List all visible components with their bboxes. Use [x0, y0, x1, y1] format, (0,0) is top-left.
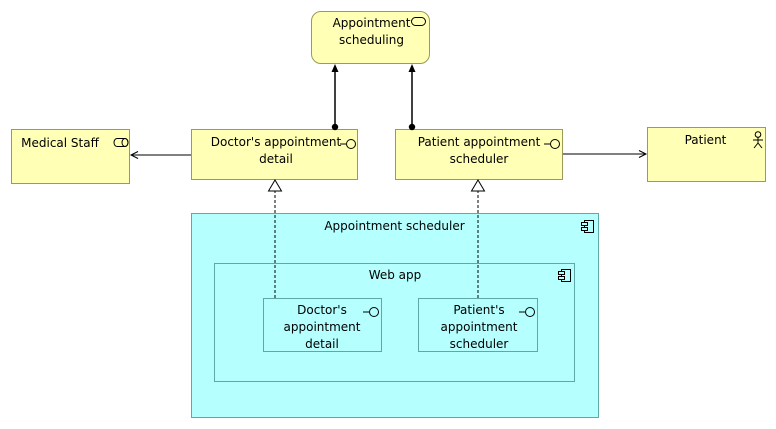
patient-appointment-scheduler-label: Patient appointment scheduler — [408, 134, 550, 168]
patients-app-label-line2: appointment — [440, 320, 518, 334]
edge-doctors-detail-to-medical-staff[interactable] — [129, 151, 191, 159]
patient-appointment-scheduler-node[interactable]: Patient appointment scheduler — [395, 129, 563, 180]
business-actor-icon — [753, 131, 763, 149]
interface-icon — [519, 307, 535, 317]
medical-staff-node[interactable]: Medical Staff — [11, 129, 130, 184]
edge-realization-patient-scheduler[interactable] — [470, 179, 486, 298]
doctors-appointment-detail-app-interface[interactable]: Doctor's appointment detail — [263, 298, 382, 352]
patients-appointment-scheduler-app-label: Patient's appointment scheduler — [429, 302, 529, 353]
appointment-scheduling-label-line2: scheduling — [339, 33, 404, 47]
doctors-appointment-detail-label-line1: Doctor's appointment — [210, 135, 342, 149]
appointment-scheduling-label-line1: Appointment — [332, 16, 411, 30]
edge-realization-doctors-detail[interactable] — [267, 179, 283, 298]
doctors-appointment-detail-label-line2: detail — [259, 152, 293, 166]
doctors-app-label-line3: detail — [305, 337, 339, 351]
patients-app-label-line3: scheduler — [449, 337, 509, 351]
business-role-icon — [113, 138, 129, 147]
web-app-label: Web app — [368, 268, 422, 282]
doctors-app-label-line1: Doctor's — [297, 303, 347, 317]
patient-appointment-scheduler-label-line2: scheduler — [449, 152, 509, 166]
doctors-appointment-detail-label: Doctor's appointment detail — [206, 134, 346, 168]
patients-appointment-scheduler-app-interface[interactable]: Patient's appointment scheduler — [418, 298, 538, 352]
doctors-appointment-detail-app-label: Doctor's appointment detail — [272, 302, 372, 353]
doctors-app-label-line2: appointment — [283, 320, 361, 334]
business-service-icon — [411, 17, 426, 26]
component-icon — [581, 220, 594, 233]
medical-staff-label: Medical Staff — [21, 136, 99, 150]
patients-app-label-line1: Patient's — [453, 303, 505, 317]
appointment-scheduler-label: Appointment scheduler — [324, 219, 465, 233]
edge-doctors-detail-to-scheduling[interactable] — [331, 64, 339, 131]
patient-label: Patient — [684, 133, 727, 147]
interface-icon — [363, 307, 379, 317]
appointment-scheduling-label: Appointment scheduling — [324, 15, 419, 49]
edge-patient-scheduler-to-patient[interactable] — [563, 150, 648, 158]
interface-icon — [544, 139, 560, 149]
component-icon — [558, 269, 571, 282]
patient-node[interactable]: Patient — [647, 127, 766, 182]
doctors-appointment-detail-node[interactable]: Doctor's appointment detail — [191, 129, 358, 180]
interface-icon — [340, 139, 356, 149]
appointment-scheduling-node[interactable]: Appointment scheduling — [311, 11, 430, 64]
edge-patient-scheduler-to-scheduling[interactable] — [408, 64, 416, 131]
patient-appointment-scheduler-label-line1: Patient appointment — [417, 135, 541, 149]
